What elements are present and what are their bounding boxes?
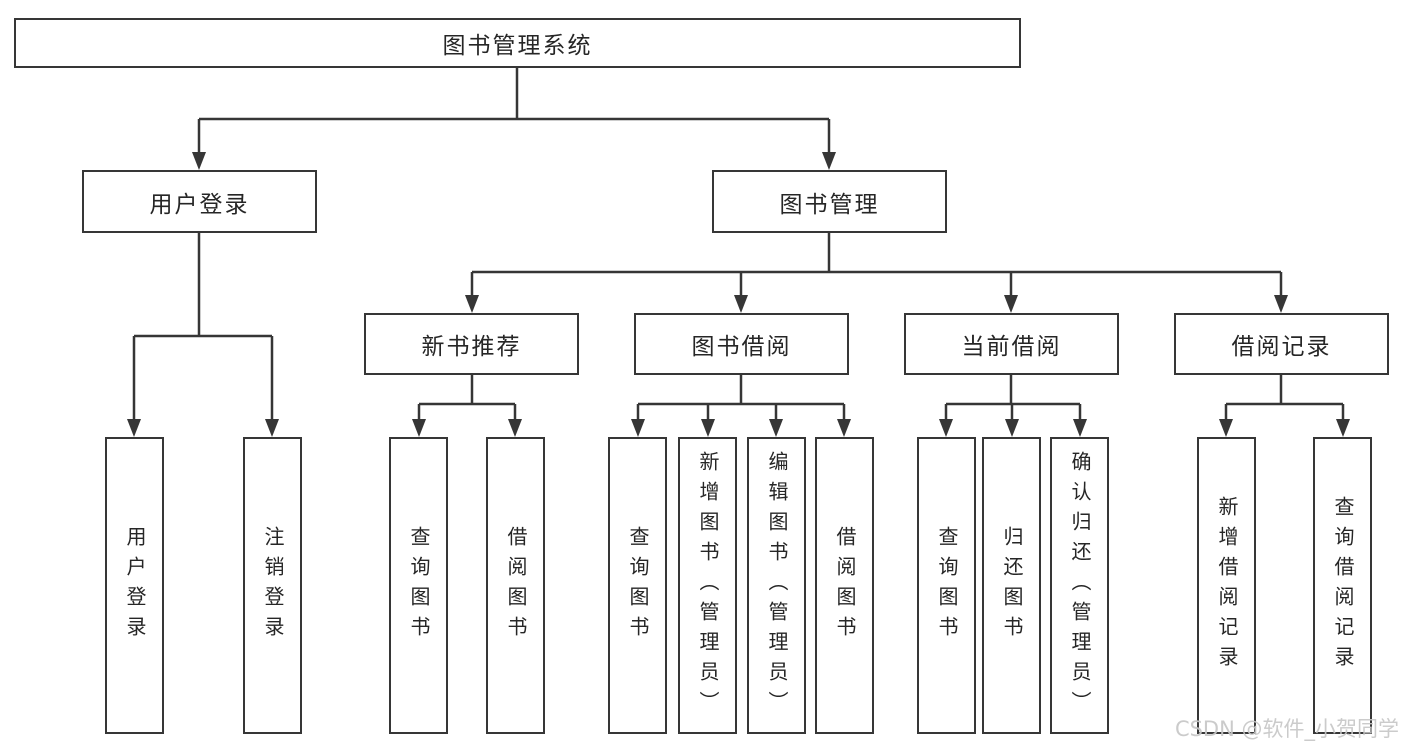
leaf-query-borrow-record: 查询借阅记录 <box>1313 437 1372 734</box>
csdn-watermark: CSDN @软件_小贺同学 <box>1174 717 1399 741</box>
arrowheads <box>127 152 1350 437</box>
node-current-borrowing: 当前借阅 <box>904 313 1119 375</box>
node-book-borrowing: 图书借阅 <box>634 313 849 375</box>
node-user-login: 用户登录 <box>82 170 317 233</box>
leaf-query-books-recommend: 查询图书 <box>389 437 448 734</box>
leaf-borrow-books-recommend: 借阅图书 <box>486 437 545 734</box>
node-book-management: 图书管理 <box>712 170 947 233</box>
leaf-add-borrow-record: 新增借阅记录 <box>1197 437 1256 734</box>
node-root: 图书管理系统 <box>14 18 1021 68</box>
leaf-add-book-admin: 新增图书（管理员） <box>678 437 737 734</box>
leaf-edit-book-admin: 编辑图书（管理员） <box>747 437 806 734</box>
node-new-book-recommend: 新书推荐 <box>364 313 579 375</box>
leaf-logout: 注销登录 <box>243 437 302 734</box>
leaf-return-book: 归还图书 <box>982 437 1041 734</box>
node-borrowing-records: 借阅记录 <box>1174 313 1389 375</box>
leaf-query-books-borrowing: 查询图书 <box>608 437 667 734</box>
leaf-user-login: 用户登录 <box>105 437 164 734</box>
leaf-borrow-books-borrowing: 借阅图书 <box>815 437 874 734</box>
leaf-query-books-current: 查询图书 <box>917 437 976 734</box>
leaf-confirm-return-admin: 确认归还（管理员） <box>1050 437 1109 734</box>
